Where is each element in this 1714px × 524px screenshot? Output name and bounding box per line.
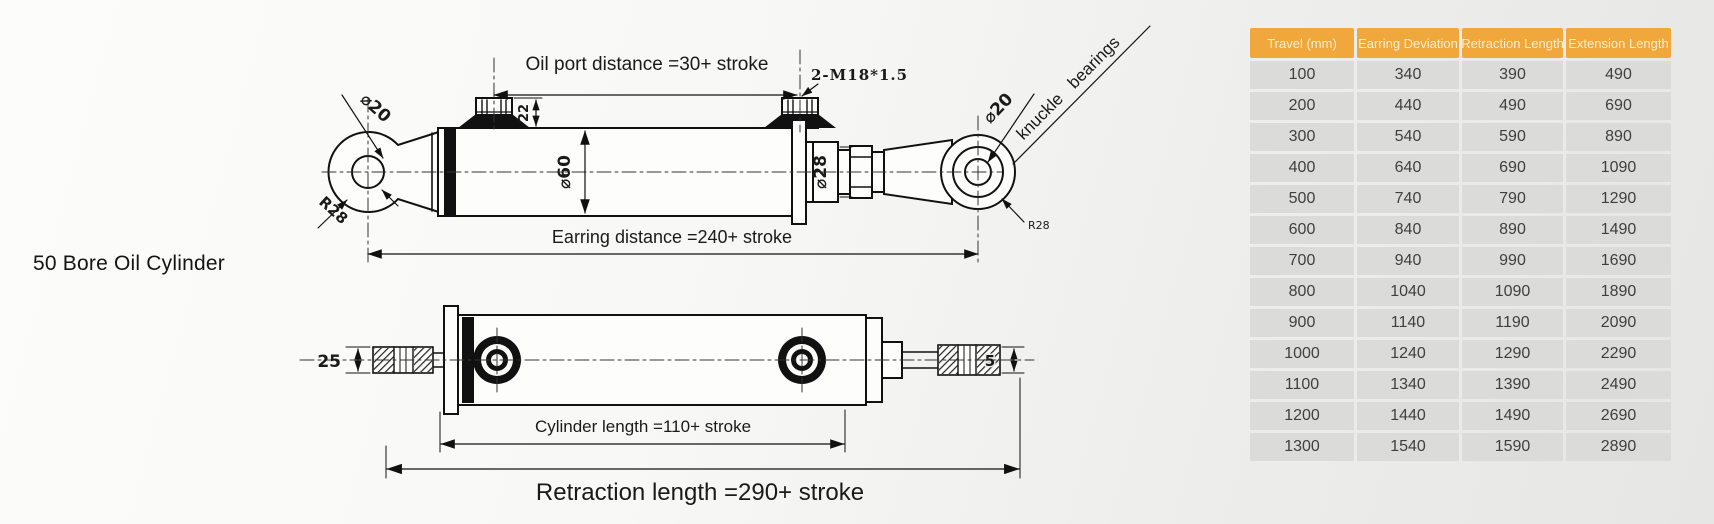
retraction-length-label: Retraction length =290+ stroke — [536, 479, 864, 506]
table-cell: 400 — [1250, 154, 1354, 182]
knuckle-bearings-leader — [1012, 25, 1151, 165]
table-cell: 1590 — [1462, 433, 1563, 461]
right-eye-width-label: 5 — [985, 352, 995, 370]
thread-leader — [801, 83, 819, 97]
table-cell: 690 — [1462, 154, 1563, 182]
table-cell: 890 — [1566, 123, 1671, 151]
table-cell: 1300 — [1250, 433, 1354, 461]
left-eye-body — [327, 128, 446, 216]
table-cell: 840 — [1357, 216, 1459, 244]
table-cell: 1090 — [1566, 154, 1671, 182]
table-cell: 1190 — [1462, 309, 1563, 337]
table-cell: 1440 — [1357, 402, 1459, 430]
table-cell: 740 — [1357, 185, 1459, 213]
table-cell: 590 — [1462, 123, 1563, 151]
cylinder-length-dimension — [439, 409, 846, 453]
table-cell: 1890 — [1566, 278, 1671, 306]
table-cell: 440 — [1357, 92, 1459, 120]
table-cell: 1390 — [1462, 371, 1563, 399]
right-eye-width-dimension — [1001, 346, 1025, 374]
left-eye-hole-leader — [381, 189, 399, 207]
table-cell: 200 — [1250, 92, 1354, 120]
right-eye-radius-label: R28 — [1028, 219, 1050, 232]
table-cell: 540 — [1357, 123, 1459, 151]
right-eye-bore-leader — [987, 93, 1035, 163]
table-cell: 600 — [1250, 216, 1354, 244]
left-eye-radius-leader — [317, 199, 348, 229]
table-cell: 1000 — [1250, 340, 1354, 368]
port-height-label: 22 — [517, 104, 532, 122]
table-cell: 2690 — [1566, 402, 1671, 430]
oil-port-1 — [458, 97, 530, 129]
retraction-length-dimension — [385, 377, 1021, 479]
table-header-cell-1: Earring Deviation — [1357, 28, 1459, 58]
table-cell: 500 — [1250, 185, 1354, 213]
table-cell: 690 — [1566, 92, 1671, 120]
table-cell: 700 — [1250, 247, 1354, 275]
left-eye-width-dimension — [345, 346, 371, 374]
table-cell: 1240 — [1357, 340, 1459, 368]
table-cell: 1340 — [1357, 371, 1459, 399]
table-cell: 100 — [1250, 61, 1354, 89]
table-cell: 790 — [1462, 185, 1563, 213]
table-cell: 890 — [1462, 216, 1563, 244]
cylinder-length-label: Cylinder length =110+ stroke — [535, 417, 751, 436]
table-cell: 1040 — [1357, 278, 1459, 306]
left-eye-bore-leader — [341, 94, 384, 159]
top-view: Oil port distance =30+ stroke 2-M18*1.5 … — [315, 25, 1151, 263]
table-cell: 940 — [1357, 247, 1459, 275]
knuckle-bearings-label: knuckle bearings — [1013, 33, 1124, 144]
table-header-cell-3: Extension Length — [1566, 28, 1671, 58]
left-eye-bore-label: ⌀20 — [356, 90, 395, 128]
table-cell: 340 — [1357, 61, 1459, 89]
table-cell: 1540 — [1357, 433, 1459, 461]
left-eye-width-label: 25 — [317, 352, 341, 372]
table-header-cell-2: Retraction Length — [1462, 28, 1563, 58]
earring-distance-label: Earring distance =240+ stroke — [552, 227, 792, 247]
thread-label: 2-M18*1.5 — [811, 66, 908, 84]
table-cell: 640 — [1357, 154, 1459, 182]
table-cell: 2890 — [1566, 433, 1671, 461]
rod-diameter-label: ⌀28 — [811, 155, 831, 189]
center-lines-bottom — [299, 327, 1035, 393]
table-cell: 1690 — [1566, 247, 1671, 275]
table-cell: 2090 — [1566, 309, 1671, 337]
port-height-dimension — [513, 97, 543, 129]
table-cell: 1290 — [1462, 340, 1563, 368]
table-cell: 1100 — [1250, 371, 1354, 399]
table-cell: 300 — [1250, 123, 1354, 151]
table-cell: 900 — [1250, 309, 1354, 337]
table-cell: 1140 — [1357, 309, 1459, 337]
table-cell: 390 — [1462, 61, 1563, 89]
table-cell: 1090 — [1462, 278, 1563, 306]
engineering-drawing: Oil port distance =30+ stroke 2-M18*1.5 … — [299, 25, 1151, 506]
table-header-cell-0: Travel (mm) — [1250, 28, 1354, 58]
oil-port-distance-label: Oil port distance =30+ stroke — [526, 54, 769, 75]
right-eye-radius-leader — [1001, 198, 1025, 223]
table-cell: 1290 — [1566, 185, 1671, 213]
table-cell: 2290 — [1566, 340, 1671, 368]
bore-label: ⌀60 — [555, 155, 575, 189]
table-cell: 1200 — [1250, 402, 1354, 430]
table-cell: 490 — [1566, 61, 1671, 89]
table-cell: 1490 — [1566, 216, 1671, 244]
table-cell: 800 — [1250, 278, 1354, 306]
page-title: 50 Bore Oil Cylinder — [33, 252, 225, 275]
table-cell: 490 — [1462, 92, 1563, 120]
bottom-view: 5 25 Cylinder length =110+ stroke — [299, 305, 1035, 506]
right-eye-bore-label: ⌀20 — [979, 89, 1017, 127]
table-cell: 990 — [1462, 247, 1563, 275]
table-cell: 1490 — [1462, 402, 1563, 430]
table-cell: 2490 — [1566, 371, 1671, 399]
rod-diameter-ticks — [839, 146, 853, 198]
